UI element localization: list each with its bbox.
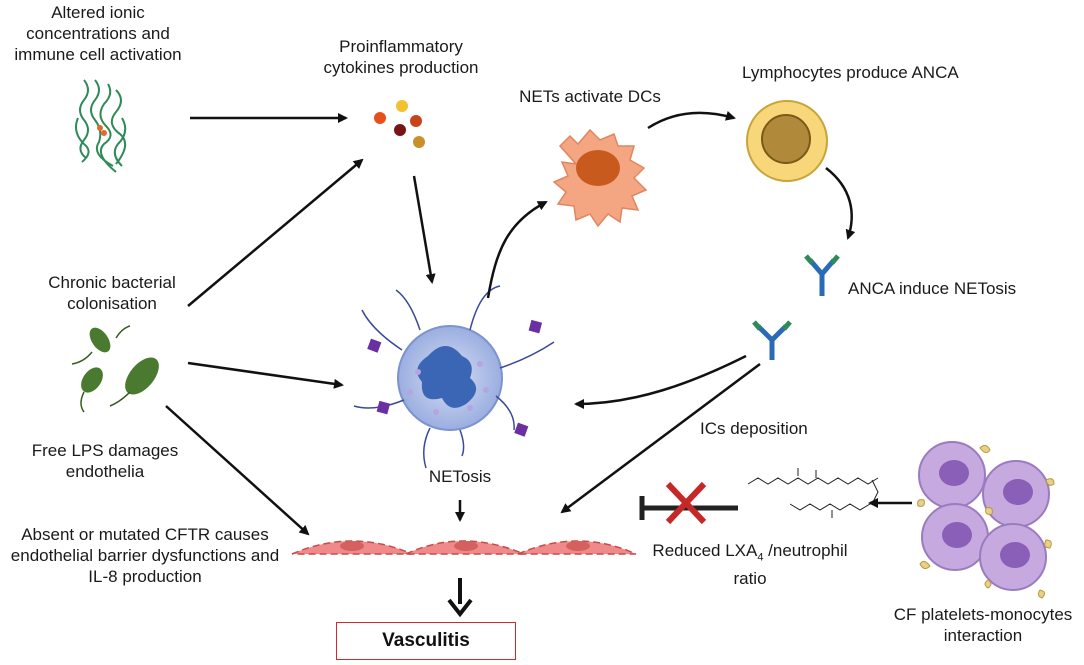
dendritic-cell-icon	[552, 128, 648, 228]
label-line: interaction	[943, 626, 1023, 645]
bacteria-icon	[71, 325, 159, 413]
protein-structure-icon	[75, 79, 127, 173]
arrow-lymphocytes-to-anca	[825, 167, 856, 240]
antibody-icon-lower	[752, 320, 792, 360]
label-lymphocytes: Lymphocytes produce ANCA	[742, 63, 959, 82]
endothelial-cells-icon	[291, 540, 637, 555]
vasculitis-box: Vasculitis	[336, 622, 516, 660]
arrow-anca-to-netosis	[574, 354, 747, 409]
label-line: CF platelets-monocytes	[893, 605, 1073, 624]
label-chronic-bacterial: Chronic bacterial colonisation	[44, 272, 180, 314]
vasculitis-label: Vasculitis	[382, 630, 470, 651]
lxa-text-post: /neutrophil	[763, 541, 848, 560]
label-line: immune cell activation	[14, 45, 182, 64]
label-line: endothelia	[65, 462, 145, 481]
neutrophil-netosis-icon	[353, 285, 555, 469]
label-line: Reduced LXA4 /neutrophil	[650, 540, 850, 568]
antibody-icon-upper	[804, 254, 840, 296]
label-line: Proinflammatory	[339, 37, 463, 56]
label-line: concentrations and	[26, 24, 170, 43]
label-anca-induce: ANCA induce NETosis	[848, 279, 1017, 298]
label-free-lps: Free LPS damages endothelia	[30, 440, 180, 482]
label-line: endothelial barrier dysfunctions and	[10, 546, 280, 565]
label-nets-activate-dcs: NETs activate DCs	[519, 87, 661, 106]
lxa4-molecule-icon	[747, 468, 879, 518]
arrow-cytokines-to-netosis	[412, 175, 436, 284]
arrow-dcs-to-lymphocytes	[647, 110, 736, 130]
label-cftr: Absent or mutated CFTR causes endothelia…	[2, 524, 288, 587]
label-altered-ionic: Altered ionic concentrations and immune …	[6, 2, 190, 65]
label-line: cytokines production	[323, 58, 479, 77]
arrow-bacteria-to-netosis	[187, 361, 344, 389]
lxa-text: Reduced LXA	[652, 541, 758, 560]
label-line: Free LPS damages	[31, 441, 179, 460]
arrow-bacteria-to-endothelium	[165, 405, 310, 536]
label-line: Chronic bacterial	[48, 273, 176, 292]
label-cytokines: Proinflammatory cytokines production	[312, 36, 490, 78]
arrow-netosis-to-dcs	[486, 200, 548, 299]
lymphocyte-icon	[746, 100, 828, 182]
label-line: ratio	[733, 569, 767, 589]
label-line: colonisation	[67, 294, 157, 313]
monocyte-platelet-cluster-icon	[917, 441, 1055, 599]
label-cf-platelets: CF platelets-monocytes interaction	[886, 604, 1080, 646]
arrow-bacteria-to-cytokines	[187, 158, 364, 307]
arrow-ics-to-endothelium	[560, 362, 761, 514]
label-line: Altered ionic	[51, 3, 145, 22]
cytokine-dots-icon	[374, 100, 425, 148]
label-reduced-lxa4: Reduced LXA4 /neutrophil ratio	[650, 540, 850, 589]
label-line: Absent or mutated CFTR causes	[21, 525, 269, 544]
label-line: IL-8 production	[88, 567, 202, 586]
label-netosis: NETosis	[428, 467, 492, 486]
inhibition-symbol	[639, 481, 738, 525]
arrow-endothelium-to-vasculitis-head	[447, 598, 473, 618]
purple-square-icons	[367, 319, 543, 437]
label-ics-deposition: ICs deposition	[700, 419, 808, 438]
lxa-subscript: 4	[757, 551, 764, 564]
